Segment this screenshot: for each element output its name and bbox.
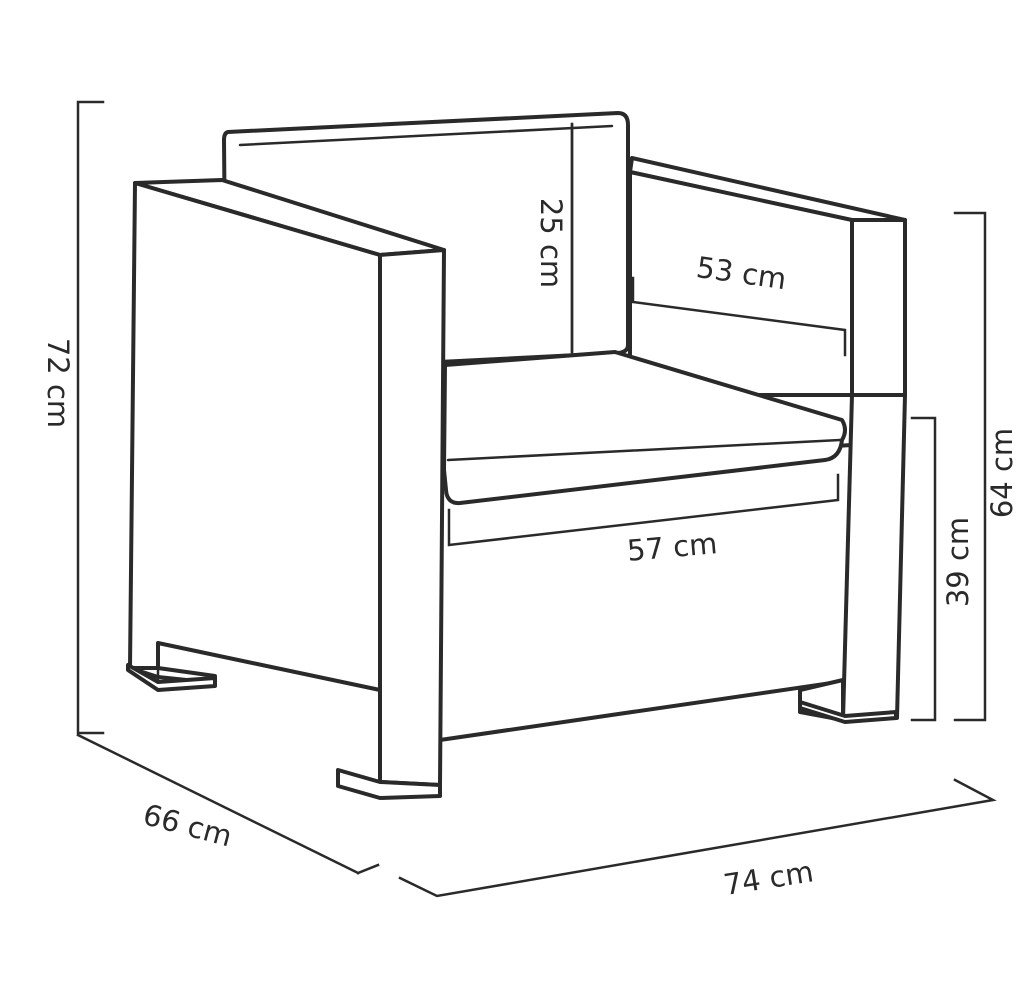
seat-height-label: 39 cm	[941, 517, 975, 607]
total-height-label: 72 cm	[41, 338, 75, 428]
width-label: 74 cm	[721, 854, 816, 902]
dimension-lines	[76, 100, 997, 898]
seat-cushion	[442, 350, 847, 506]
right-arm-front	[798, 393, 907, 724]
back-height-label: 25 cm	[534, 198, 568, 288]
seat-width-label: 57 cm	[626, 526, 719, 568]
left-arm	[126, 178, 446, 800]
right-arm	[628, 156, 907, 397]
arm-height-label: 64 cm	[985, 428, 1019, 518]
